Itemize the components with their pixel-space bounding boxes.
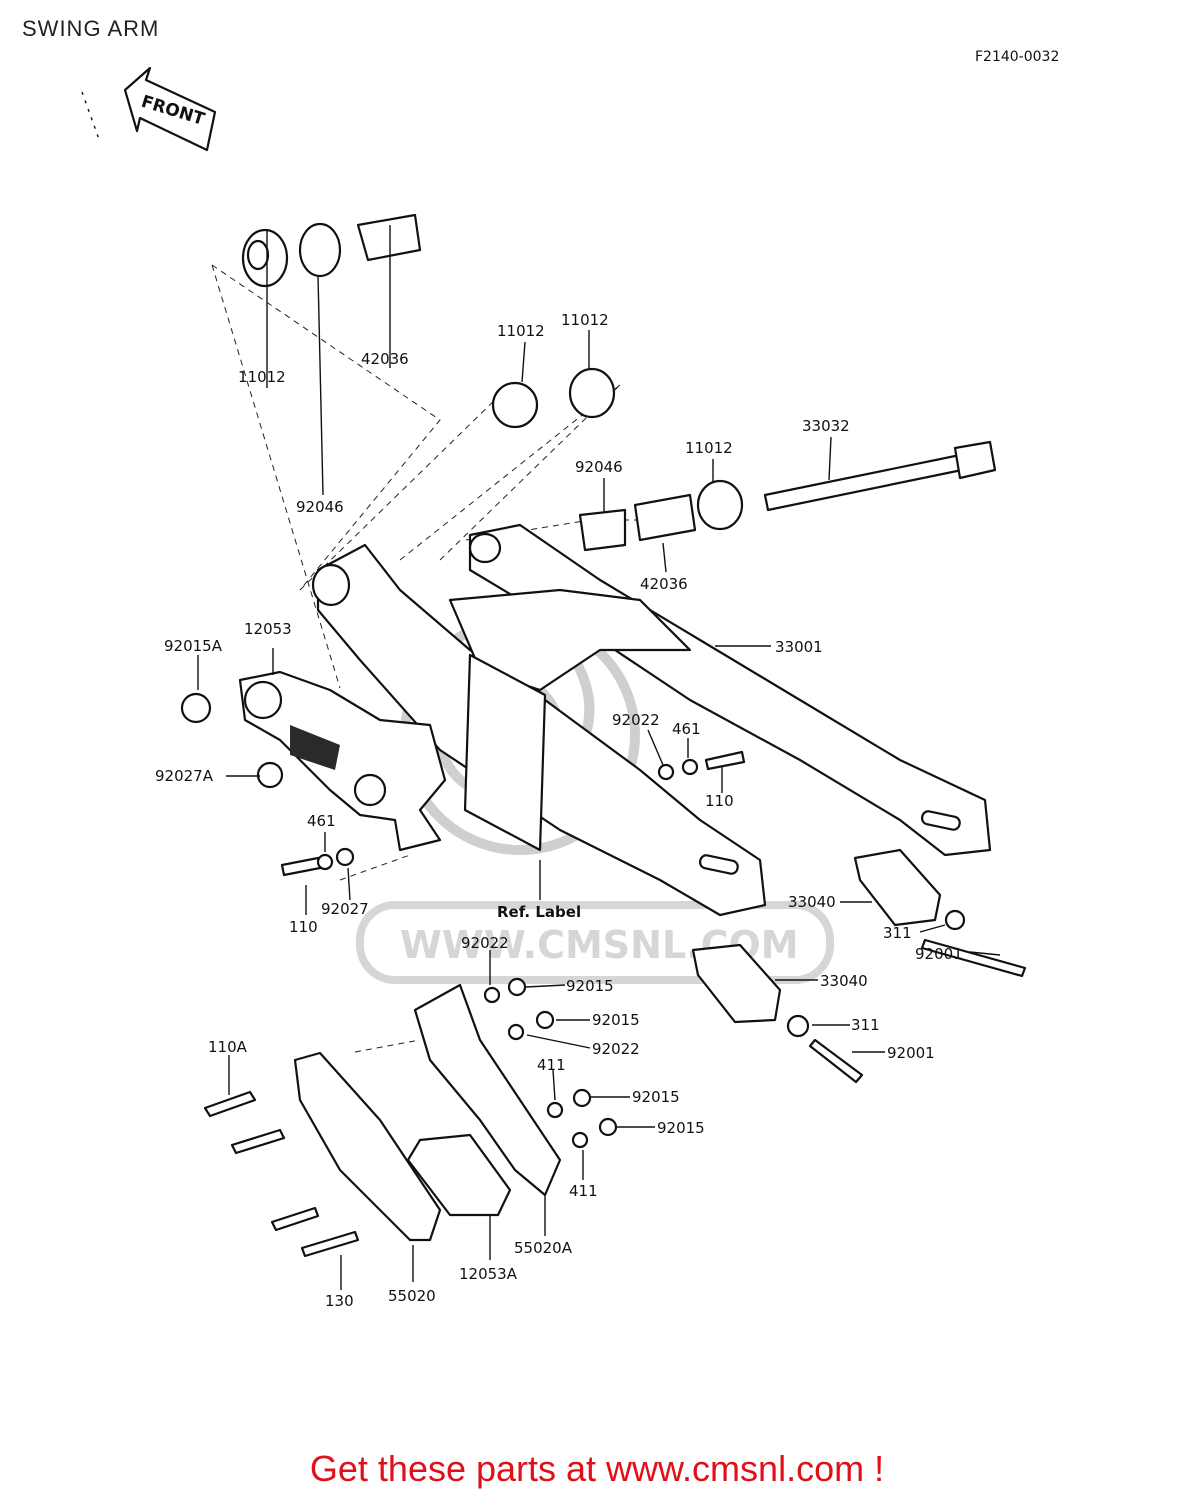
label-411-a: 411 xyxy=(537,1056,566,1074)
label-92022-c: 92022 xyxy=(592,1040,640,1058)
label-33001: 33001 xyxy=(775,638,823,656)
page-title: SWING ARM xyxy=(22,16,160,41)
pivot-bolt-33032 xyxy=(763,440,997,512)
assembly-guide-lines xyxy=(211,264,640,1053)
label-11012-c: 11012 xyxy=(561,311,609,329)
label-33032: 33032 xyxy=(802,417,850,435)
label-110a: 110A xyxy=(208,1038,248,1056)
label-92015-a: 92015 xyxy=(566,977,614,995)
front-arrow: FRONT xyxy=(81,66,217,152)
label-110-a: 110 xyxy=(289,918,318,936)
label-411-b: 411 xyxy=(569,1182,598,1200)
label-55020: 55020 xyxy=(388,1287,436,1305)
label-12053: 12053 xyxy=(244,620,292,638)
label-92027: 92027 xyxy=(321,900,369,918)
label-92046-a: 92046 xyxy=(296,498,344,516)
lower-hardware xyxy=(180,692,1027,1258)
label-55020a: 55020A xyxy=(514,1239,573,1257)
label-12053a: 12053A xyxy=(459,1265,518,1283)
label-461-a: 461 xyxy=(307,812,336,830)
label-92046-b: 92046 xyxy=(575,458,623,476)
bushing-parts xyxy=(241,213,744,552)
swing-arm-diagram: WWW.CMSNL.COM FRONT Ref. Label xyxy=(81,66,1027,1310)
leader-lines xyxy=(197,225,1001,1290)
label-92027a: 92027A xyxy=(155,767,214,785)
label-110-b: 110 xyxy=(705,792,734,810)
ref-label: Ref. Label xyxy=(497,903,581,921)
chain-guard-12053 xyxy=(238,670,447,852)
diagram-code: F2140-0032 xyxy=(975,49,1060,65)
label-33040-a: 33040 xyxy=(788,893,836,911)
label-92022-b: 92022 xyxy=(461,934,509,952)
label-92015-d: 92015 xyxy=(657,1119,705,1137)
label-92015-c: 92015 xyxy=(632,1088,680,1106)
label-92015a: 92015A xyxy=(164,637,223,655)
label-42036-a: 42036 xyxy=(361,350,409,368)
label-92015-b: 92015 xyxy=(592,1011,640,1029)
label-92001-a: 92001 xyxy=(915,945,963,963)
label-33040-b: 33040 xyxy=(820,972,868,990)
part-labels: 11012 42036 92046 11012 11012 92046 1101… xyxy=(155,311,963,1310)
label-130: 130 xyxy=(325,1292,354,1310)
swing-arm-body: Ref. Label xyxy=(311,523,992,921)
label-92022-a: 92022 xyxy=(612,711,660,729)
label-11012-a: 11012 xyxy=(238,368,286,386)
label-461-b: 461 xyxy=(672,720,701,738)
label-42036-b: 42036 xyxy=(640,575,688,593)
label-311-b: 311 xyxy=(851,1016,880,1034)
label-92001-b: 92001 xyxy=(887,1044,935,1062)
footer-link[interactable]: Get these parts at www.cmsnl.com ! xyxy=(309,1448,885,1489)
label-311-a: 311 xyxy=(883,924,912,942)
label-11012-b: 11012 xyxy=(497,322,545,340)
label-11012-d: 11012 xyxy=(685,439,733,457)
